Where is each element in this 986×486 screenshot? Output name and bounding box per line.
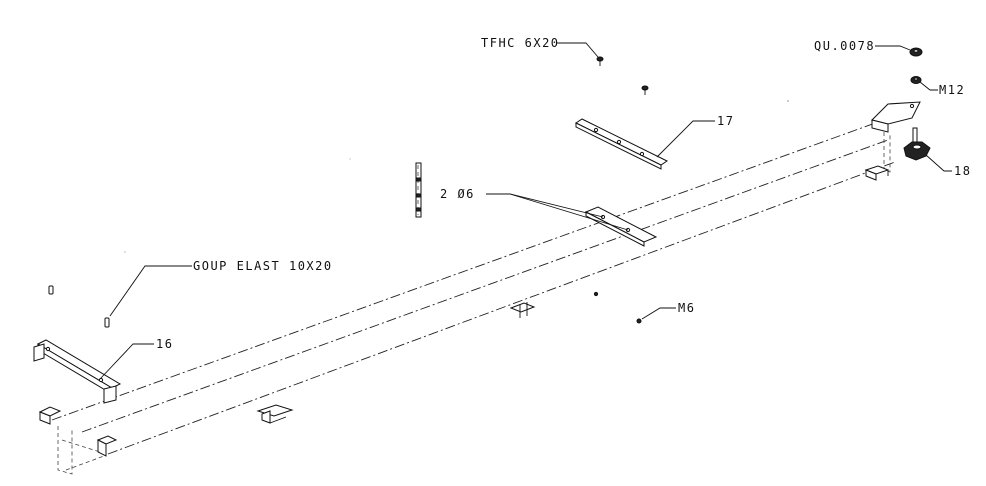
screw-icon <box>596 56 649 95</box>
frame-left-end <box>38 406 118 475</box>
frame-right-end <box>864 101 921 181</box>
leader-lines <box>99 42 952 380</box>
stray-dots <box>124 100 789 253</box>
pin-icon <box>415 162 422 218</box>
elastic-bumper-icon <box>48 285 110 328</box>
label-holes: 2 Ø6 <box>440 187 475 201</box>
label-bar: 16 <box>156 337 173 351</box>
leader-bar <box>99 343 154 380</box>
frame-axis-lines <box>51 121 896 455</box>
label-knob: 18 <box>954 164 971 178</box>
leader-holes-b <box>509 193 629 231</box>
label-cap: QU.0078 <box>814 39 875 53</box>
frame-bracket-middle <box>509 302 536 318</box>
label-screw: TFHC 6X20 <box>481 36 560 50</box>
leader-nut <box>919 81 938 91</box>
middle-crossbar <box>584 206 658 247</box>
leader-small-nut <box>641 307 676 320</box>
leader-knob <box>925 154 952 172</box>
small-nut-icon <box>593 291 642 324</box>
leader-screw <box>556 42 599 58</box>
cap-nut-icon <box>909 47 923 84</box>
leader-bumper <box>109 265 192 317</box>
label-small-nut: M6 <box>678 301 695 315</box>
frame-bracket-left <box>256 404 294 424</box>
star-knob-part-18 <box>903 127 931 161</box>
label-nut: M12 <box>939 83 965 97</box>
bar-part-16 <box>33 339 122 404</box>
label-bumper: GOUP ELAST 10X20 <box>193 259 333 273</box>
frame-axis-line-middle <box>81 139 889 433</box>
leader-cap <box>875 45 911 51</box>
plate-part-17 <box>575 118 668 170</box>
leader-plate <box>656 120 715 158</box>
label-plate: 17 <box>717 114 734 128</box>
frame-axis-line-top <box>51 121 879 421</box>
leader-holes-a <box>486 193 604 218</box>
frame-axis-line-bottom <box>107 161 896 455</box>
